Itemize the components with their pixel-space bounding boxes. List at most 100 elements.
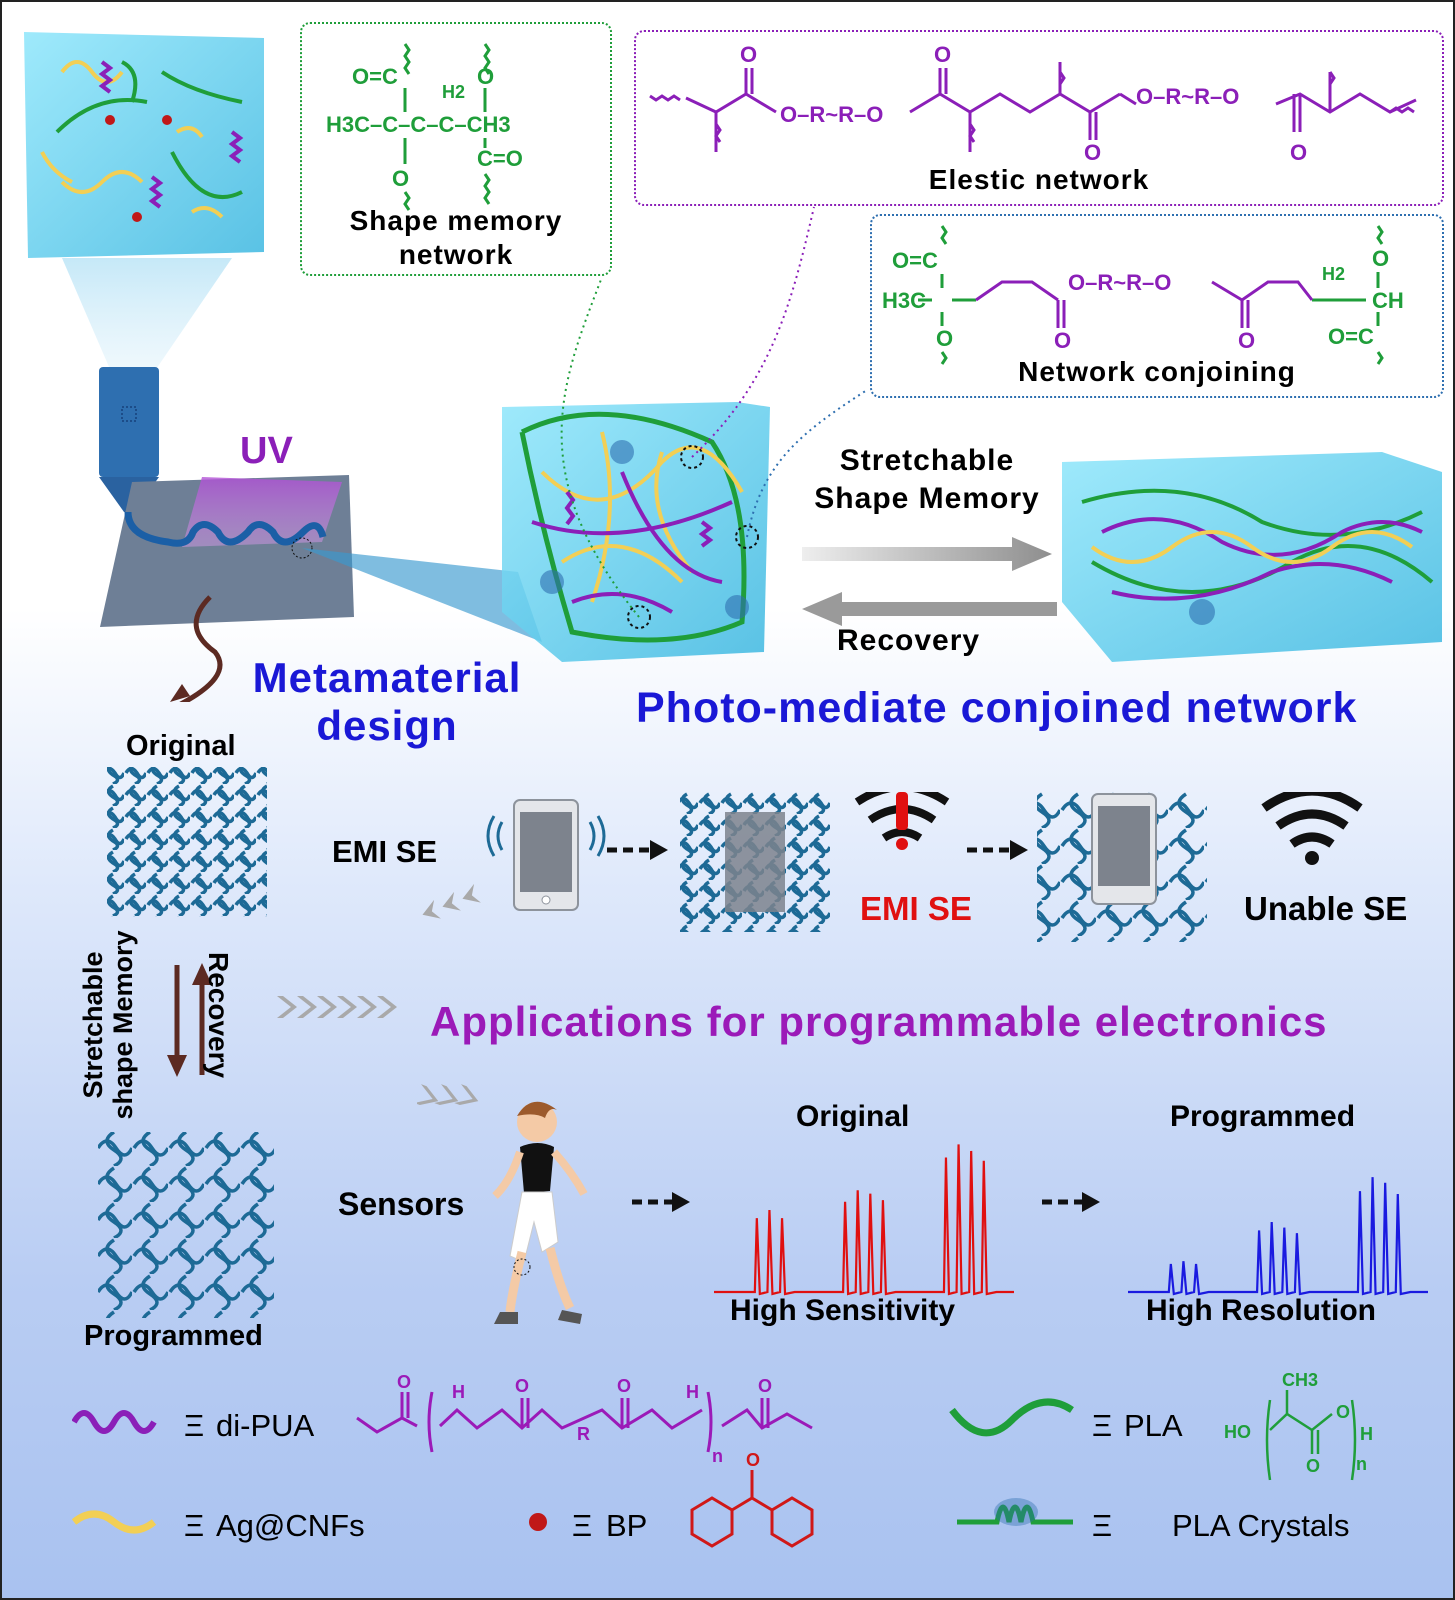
dashed-arrow-3	[632, 1192, 690, 1212]
high-resolution-label: High Resolution	[1146, 1294, 1376, 1327]
signal-line	[1128, 1177, 1428, 1296]
chem-o-2: O	[392, 166, 409, 191]
chem-o-top-1: O	[740, 42, 757, 67]
dashed-arrow-2	[967, 840, 1028, 860]
emi-se-label: EMI SE	[860, 890, 972, 927]
bp-o: O	[746, 1450, 760, 1470]
shape-memory-structure: O=C H2 O H3C–C–C–C–CH3 O C=O	[326, 43, 523, 211]
conjoin-chain: O–R~R–O	[1068, 270, 1171, 295]
signal-line	[714, 1144, 1014, 1296]
chevrons-small-2	[417, 1084, 479, 1106]
pla-swatch	[949, 1398, 1074, 1437]
emi-row-graphics	[422, 792, 1363, 942]
svg-text:H: H	[686, 1382, 699, 1402]
shape-memory-box: O=C H2 O H3C–C–C–C–CH3 O C=O Shape memor…	[300, 22, 612, 276]
svg-text:H: H	[1360, 1424, 1373, 1444]
chart-title-original: Original	[796, 1100, 910, 1133]
dipua-structure	[356, 1391, 813, 1453]
elastic-chain-1: O–R~R–O	[780, 102, 883, 127]
svg-text:n: n	[712, 1446, 723, 1466]
chem-o-6: O	[1238, 328, 1255, 353]
high-sensitivity-label: High Sensitivity	[730, 1294, 956, 1327]
crystals-swatch	[957, 1498, 1073, 1526]
chem-o-bottom-1: O	[1084, 140, 1101, 165]
chem-o-4: O	[1372, 246, 1389, 271]
svg-text:H: H	[452, 1382, 465, 1402]
original-label: Original	[126, 730, 236, 762]
legend-equiv-3: Ξ	[184, 1508, 205, 1543]
elastic-network-box: O O O O O–R~R–O O–R~R–O Elestic network	[634, 30, 1444, 206]
unable-se-label: Unable SE	[1244, 890, 1408, 927]
dipua-labels: O H O R O H n O	[397, 1372, 772, 1466]
legend-equiv-2: Ξ	[1092, 1408, 1113, 1443]
svg-text:R: R	[577, 1424, 590, 1444]
dipua-swatch	[72, 1410, 157, 1434]
zoom-ray	[302, 548, 542, 642]
programmed-label: Programmed	[84, 1320, 263, 1352]
svg-text:O: O	[617, 1376, 631, 1396]
toggle-arrows	[167, 963, 212, 1077]
wifi-blocked-icon	[854, 792, 950, 850]
svg-text:HO: HO	[1224, 1422, 1251, 1442]
legend-bp: BP	[606, 1508, 648, 1543]
walking-person-icon	[492, 1101, 588, 1324]
legend-pla: PLA	[1124, 1408, 1183, 1443]
sensitivity-chart	[714, 1144, 1014, 1296]
chem-oc-3: O=C	[892, 248, 938, 273]
chevrons-small-1	[422, 883, 481, 919]
lattice-phone-programmed	[1037, 792, 1207, 942]
chem-o-1: O	[477, 64, 494, 89]
legend-equiv-1: Ξ	[184, 1408, 205, 1443]
chem-o-top-2: O	[934, 42, 951, 67]
chem-o-bottom-2: O	[1290, 140, 1307, 165]
conjoining-label: Network conjoining	[1018, 356, 1296, 387]
stretch-label: Stretchable Shape Memory	[814, 444, 1040, 515]
dashed-arrow-4	[1042, 1192, 1100, 1212]
chart-title-programmed: Programmed	[1170, 1100, 1356, 1133]
chem-h2: H2	[442, 82, 465, 102]
legend-equiv-4: Ξ	[572, 1508, 593, 1543]
stretch-arrow	[802, 537, 1052, 571]
bp-structure	[690, 1470, 814, 1548]
uv-label: UV	[240, 430, 293, 472]
chem-o-5: O	[1054, 328, 1071, 353]
stretched-network-cube	[1062, 452, 1442, 662]
chem-o-3: O	[936, 326, 953, 351]
lattice-phone-original	[680, 792, 830, 932]
programmed-lattice	[98, 1132, 274, 1318]
chem-ch: CH	[1372, 288, 1404, 313]
recovery-label: Recovery	[837, 624, 981, 657]
legend-graphics: O H O R O H n O CH3 HO O O H n	[72, 1370, 1373, 1548]
design-arrow	[179, 595, 223, 702]
ag-swatch	[72, 1510, 157, 1534]
ink-cube	[24, 32, 264, 258]
shape-memory-label: Shape memory network	[349, 205, 563, 270]
original-lattice	[107, 767, 267, 917]
chem-oc-1: O=C	[352, 64, 398, 89]
chem-h3c-chain: H3C–C–C–C–CH3	[326, 112, 511, 137]
sensors-label: Sensors	[338, 1186, 465, 1222]
pla-labels: CH3 HO O O H n	[1224, 1370, 1373, 1476]
uv-beam	[182, 477, 342, 547]
chem-co: C=O	[477, 146, 523, 171]
svg-text:n: n	[1356, 1454, 1367, 1474]
elastic-label: Elestic network	[928, 164, 1150, 195]
elastic-chain-2: O–R~R–O	[1136, 84, 1239, 109]
vertical-recovery-label: Recovery	[203, 952, 234, 1079]
svg-text:O: O	[758, 1376, 772, 1396]
conjoining-structure: O=C H3C O H2 O CH O=C	[882, 225, 1404, 365]
svg-text:O: O	[397, 1372, 411, 1392]
legend-dipua: di-PUA	[216, 1408, 315, 1443]
zoom-beam	[62, 258, 232, 397]
emi-label: EMI SE	[332, 834, 438, 869]
elastic-structure: O O O O O–R~R–O O–R~R–O	[649, 42, 1417, 165]
applications-title: Applications for programmable electronic…	[430, 998, 1328, 1045]
svg-text:O: O	[1306, 1456, 1320, 1476]
vertical-stretch-label: Stretchable shape Memory	[78, 930, 138, 1120]
resolution-chart	[1128, 1177, 1428, 1296]
photo-label: Photo-mediate conjoined network	[636, 684, 1358, 732]
legend-equiv-5: Ξ	[1092, 1508, 1113, 1543]
pla-structure	[1265, 1390, 1357, 1481]
svg-text:CH3: CH3	[1282, 1370, 1318, 1390]
